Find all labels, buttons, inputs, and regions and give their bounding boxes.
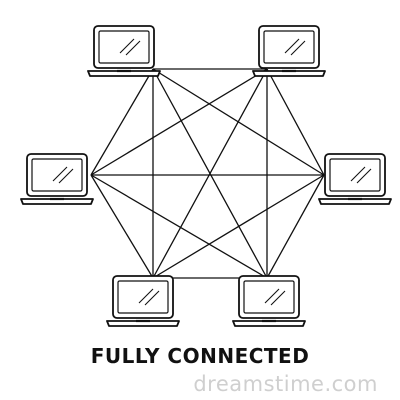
connection-lines: [90, 68, 325, 279]
watermark: dreamstime.com: [193, 372, 378, 396]
laptop-bottom-left-icon: [106, 275, 180, 327]
link-laptop-middle-right-to-laptop-bottom-right: [266, 174, 325, 279]
laptop-middle-right-icon: [318, 153, 392, 205]
link-laptop-bottom-left-to-laptop-middle-left: [90, 174, 154, 279]
link-laptop-bottom-right-to-laptop-middle-left: [90, 174, 268, 279]
laptop-nodes: [20, 25, 392, 327]
link-laptop-middle-right-to-laptop-bottom-left: [152, 174, 325, 279]
laptop-bottom-right-icon: [232, 275, 306, 327]
link-laptop-top-right-to-laptop-middle-right: [266, 68, 325, 176]
diagram-caption: FULLY CONNECTED: [90, 344, 310, 368]
link-laptop-top-left-to-laptop-middle-left: [90, 68, 154, 176]
link-laptop-top-right-to-laptop-bottom-left: [152, 68, 268, 279]
laptop-top-left-icon: [87, 25, 161, 77]
laptop-top-right-icon: [252, 25, 326, 77]
link-laptop-top-right-to-laptop-middle-left: [90, 68, 268, 176]
laptop-middle-left-icon: [20, 153, 94, 205]
